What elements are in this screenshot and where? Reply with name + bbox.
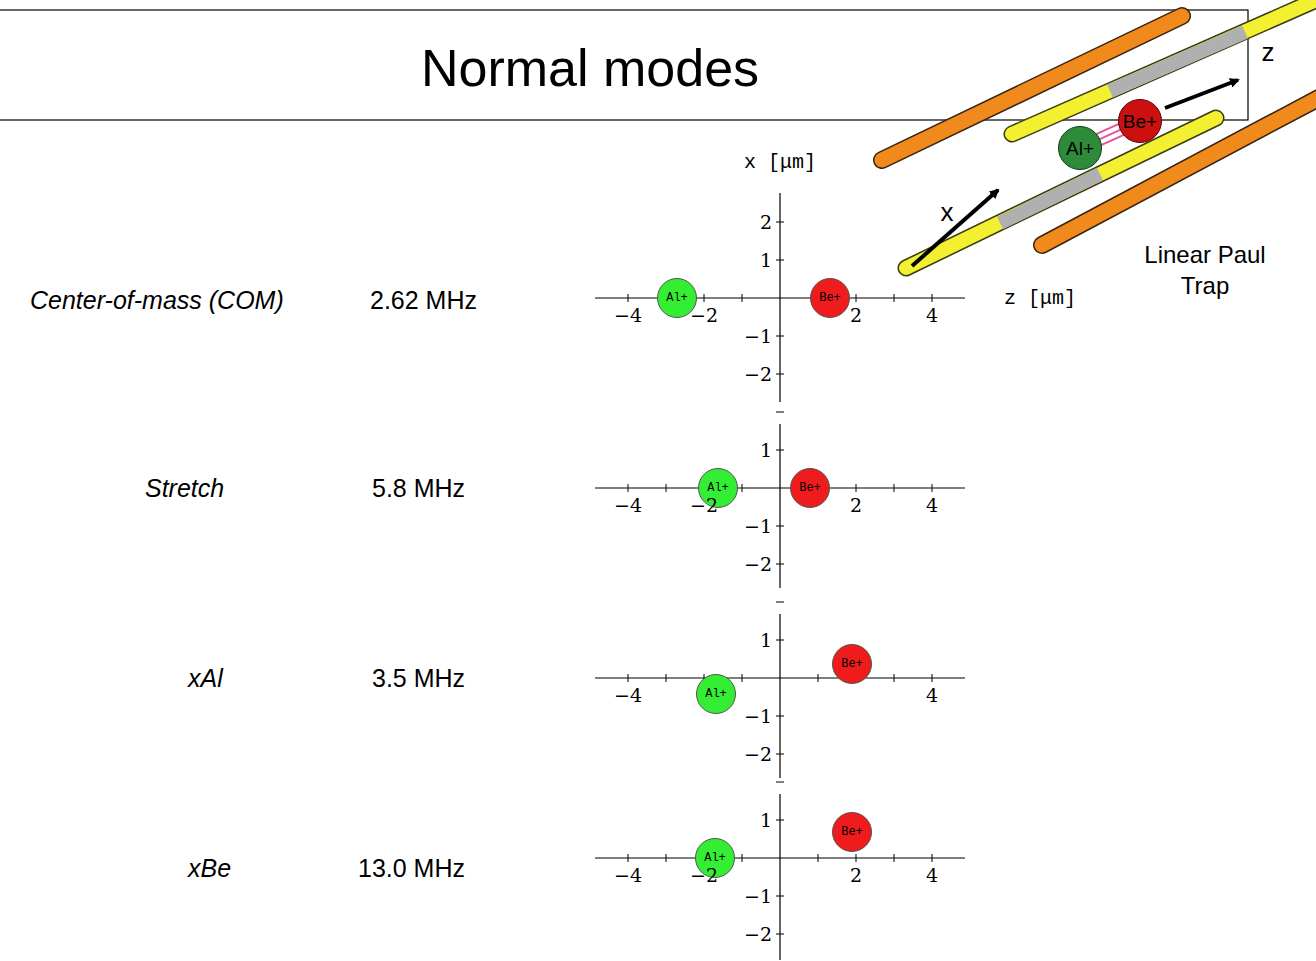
title: Normal modes: [421, 38, 759, 98]
ion-label: Al+: [1066, 139, 1094, 158]
ion-label: Al+: [666, 292, 688, 304]
ion-label: Be+: [799, 482, 821, 494]
tick-label: −4: [614, 864, 642, 886]
tick-label: 4: [926, 684, 938, 706]
axis-label: x [μm]: [744, 151, 816, 174]
trap-rods: [882, 0, 1316, 268]
tick-label: −1: [744, 515, 772, 537]
tick-label: 1: [760, 439, 772, 461]
tick-label: 2: [760, 211, 772, 233]
freq-label: 2.62 MHz: [370, 286, 477, 315]
tick-label: −4: [614, 684, 642, 706]
arrow-label: z: [1262, 37, 1275, 68]
name-label: Stretch: [145, 474, 224, 503]
ion-circle: Be+: [810, 278, 850, 318]
ion-label: Al+: [705, 688, 727, 700]
ion-circle: Be+: [832, 644, 872, 684]
tick-label: 4: [926, 864, 938, 886]
z-arrow: [1165, 80, 1238, 108]
ion-label: Be+: [1123, 112, 1157, 131]
freq-label: 13.0 MHz: [358, 854, 465, 883]
tick-label: −4: [614, 494, 642, 516]
ion-circle: Be+: [832, 812, 872, 852]
ion-label: Be+: [841, 826, 863, 838]
freq-label: 5.8 MHz: [372, 474, 465, 503]
plot-axes: [595, 193, 965, 960]
tick-label: 4: [926, 304, 938, 326]
name-label: xAl: [188, 664, 223, 693]
trap-label: Linear Paul Trap: [1120, 239, 1290, 301]
tick-label: 4: [926, 494, 938, 516]
tick-label: −2: [690, 864, 718, 886]
ion-circle: Be+: [1118, 99, 1162, 143]
tick-label: 2: [850, 864, 862, 886]
ion-circle: Al+: [696, 674, 736, 714]
tick-label: −1: [744, 885, 772, 907]
tick-label: −2: [744, 923, 772, 945]
ion-label: Al+: [704, 852, 726, 864]
ion-circle: Be+: [790, 468, 830, 508]
name-label: xBe: [188, 854, 231, 883]
tick-label: −2: [744, 363, 772, 385]
tick-label: −1: [744, 705, 772, 727]
tick-label: 1: [760, 249, 772, 271]
x-arrow: [912, 190, 998, 266]
freq-label: 3.5 MHz: [372, 664, 465, 693]
tick-label: 1: [760, 629, 772, 651]
name-label: Center-of-mass (COM): [30, 286, 284, 315]
ion-label: Be+: [841, 658, 863, 670]
ion-label: Be+: [819, 292, 841, 304]
tick-label: −2: [690, 494, 718, 516]
ion-circle: Al+: [1058, 126, 1102, 170]
tick-label: 2: [850, 304, 862, 326]
tick-label: −1: [744, 325, 772, 347]
ion-label: Al+: [707, 482, 729, 494]
tick-label: 2: [850, 494, 862, 516]
arrow-label: x: [941, 197, 954, 228]
axis-label: z [μm]: [1004, 287, 1076, 310]
tick-label: −2: [744, 553, 772, 575]
tick-label: 1: [760, 809, 772, 831]
tick-label: −2: [690, 304, 718, 326]
tick-label: −2: [744, 743, 772, 765]
tick-marks: [628, 222, 932, 934]
tick-label: −4: [614, 304, 642, 326]
